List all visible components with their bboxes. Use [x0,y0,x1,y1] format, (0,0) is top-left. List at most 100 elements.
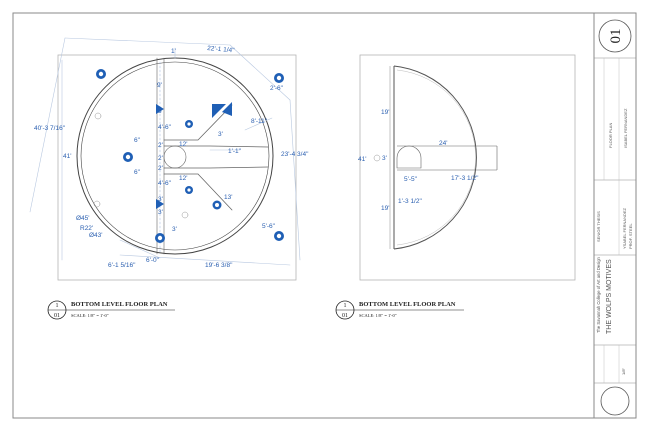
elevation-marker [185,186,193,194]
title-block: 01 The Savannah College of Art and Desig… [594,19,636,416]
elevation-marker [156,199,164,209]
dimension-label: 13' [224,194,232,201]
tb-thesis: SENIOR THESIS [596,211,601,242]
dim-line [244,117,273,131]
upper-room-wall [163,104,233,141]
room-tag [93,200,101,208]
dimension-label: 17'-3 1/2" [451,175,479,182]
room-tag [373,154,381,162]
dimension-label: R22' [80,225,93,232]
dimension-label: 6'-0" [146,257,160,264]
dimension-label: 8'-11" [251,118,268,125]
drawing-scale: SCALE: 1/8" = 1'-0" [71,313,109,318]
title-bubble-number: 1 [344,303,347,309]
dimension-label: 24' [439,140,447,147]
dimension-label: 4'-6" [158,124,172,131]
dimension-label: 4'-6" [158,180,172,187]
dimension-label: 6" [134,137,141,144]
dimension-label: 1'-3 1/2" [398,198,422,205]
dimension-label: 12' [179,141,187,148]
dimension-label: 2'-6" [270,85,284,92]
dimension-label: 12' [179,175,187,182]
room-tag [181,211,189,219]
dimension-label: 22'-1 1/4" [207,45,236,54]
drawing-title: BOTTOM LEVEL FLOOR PLAN [359,301,456,308]
dim-line [64,37,231,46]
dimension-label: 5'-6" [262,223,276,230]
right-drawing-title: 1 01 BOTTOM LEVEL FLOOR PLAN SCALE: 1/8"… [335,300,464,320]
curved-wall [393,65,477,250]
dimension-label: 19' [381,205,389,212]
lower-room-wall [163,166,269,169]
right-plan-frame [359,54,576,281]
elevation-marker [222,102,232,116]
section-marker [274,73,284,83]
dimension-label: 23'-4 3/4" [281,151,309,158]
inner-curved-wall [396,69,476,246]
dimension-label: 2' [158,142,163,149]
title-bubble-sheet: 01 [54,313,60,319]
tb-designer: ISABEL FERNANDEZ [623,108,628,148]
left-floor-plan: 1' 22'-1 1/4" 2'-6" 40'-3 7/16" 41' 9' 3… [29,37,309,281]
section-marker [96,69,106,79]
elevation-marker [185,120,193,128]
dimension-label: 3' [158,108,163,115]
dimension-label: 5'-5" [404,176,418,183]
dimension-label: 19'-6 3/8" [205,262,233,269]
dimension-label: 41' [358,156,366,163]
section-marker [155,233,165,243]
elevation-marker [212,104,226,118]
dim-line [289,99,301,261]
tb-project: THE WOLPS MOTIVES [606,259,613,334]
sheet-border [12,12,637,419]
dimension-label: 3' [218,131,223,138]
door-swing [396,145,422,169]
lower-room-wall [163,173,233,211]
sheet-number-circle [598,19,632,53]
dimension-label: 3' [158,209,163,216]
dim-line [29,37,66,213]
upper-room-wall [163,145,269,148]
elevation-marker [156,104,164,114]
tb-drawing: FLOOR PLAN [608,123,613,148]
dimension-label: 3' [172,226,177,233]
central-column [163,145,187,169]
dimension-label: 6'-1 5/16" [108,262,136,269]
logo-circle [600,386,630,416]
dimension-label: 41' [63,153,71,160]
section-marker [212,200,222,210]
dimension-label: 6" [134,169,141,176]
section-marker [274,231,284,241]
dimension-label: Ø45' [76,215,90,222]
outer-wall-45 [76,57,274,255]
dim-line [119,254,291,266]
drawing-scale: SCALE: 1/8" = 1'-0" [359,313,397,318]
tb-scale: 1/8" [621,367,626,375]
tb-student: YSABEL FERNANDEZ [622,207,627,249]
title-bubble-number: 1 [56,303,59,309]
dimension-label: 3' [158,196,163,203]
tb-professor: PROF. STEEL [628,223,633,249]
left-drawing-title: 1 01 BOTTOM LEVEL FLOOR PLAN SCALE: 1/8"… [47,300,175,320]
dim-line [229,44,291,101]
dimension-label: 1' [171,48,176,55]
dimension-label: 19' [381,109,389,116]
left-plan-frame [57,54,297,281]
dimension-label: 1'-1" [228,148,242,155]
right-floor-plan: 19' 24' 41' 3' 5'-5" 17'-3 1/2" 1'-3 1/2… [358,54,576,281]
dimension-label: 40'-3 7/16" [34,125,66,132]
dimension-label: 3' [382,155,387,162]
inner-wall-43 [80,61,270,251]
dimension-label: 2' [158,155,163,162]
tb-school: The Savannah College of Art and Design [596,256,601,333]
dim-line [119,239,161,259]
dimension-label: Ø43' [89,232,103,239]
dimension-label: 9' [157,82,162,89]
section-marker [123,152,133,162]
sheet-number: 01 [608,29,624,44]
room-tag [94,112,102,120]
dimension-label: 2' [158,165,163,172]
drawing-title: BOTTOM LEVEL FLOOR PLAN [71,301,168,308]
title-bubble-sheet: 01 [342,313,348,319]
